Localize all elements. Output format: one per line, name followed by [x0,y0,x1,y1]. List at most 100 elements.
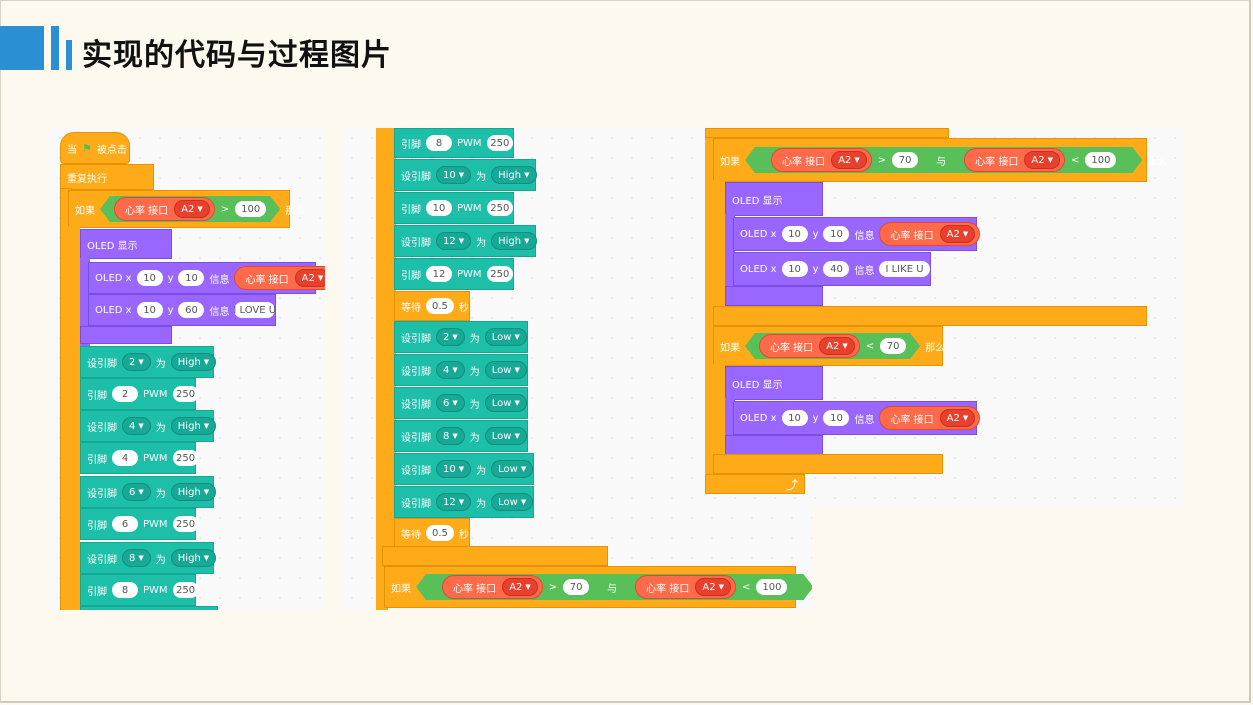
port-dropdown[interactable]: A2▼ [831,151,867,169]
pwm-input[interactable]: 250 [172,450,199,466]
level-dropdown[interactable]: High▼ [170,549,217,567]
set-pin-block[interactable]: 设引脚 4▼ 为 Low▼ [394,354,528,386]
when-flag-clicked-block[interactable]: 当 ⚑ 被点击 [60,132,130,164]
value-input[interactable]: 70 [563,579,589,595]
pin-input[interactable]: 8 [112,582,138,598]
y-input[interactable]: 10 [823,226,850,242]
level-dropdown[interactable]: High▼ [491,166,537,184]
oled-text-block[interactable]: OLED x 10 y 60 信息 I LOVE U [88,294,276,326]
set-pin-block[interactable]: 设引脚 10▼ 为 High▼ [394,159,537,191]
pwm-block[interactable]: 引脚 10 PWM 250 [394,192,514,224]
oled-text-block[interactable]: OLED x 10 y 40 信息 I LIKE U [733,252,931,286]
pwm-input[interactable]: 250 [172,582,199,598]
set-pin-block[interactable]: 设引脚 4▼ 为 High▼ [80,410,217,442]
port-dropdown[interactable]: A2▼ [819,337,855,355]
pin-dropdown[interactable]: 2▼ [122,353,151,371]
set-pin-block[interactable]: 设引脚 12▼ 为 Low▼ [394,486,534,518]
pwm-block[interactable]: 引脚 8 PWM 250 [80,574,199,606]
y-input[interactable]: 40 [823,261,850,277]
x-input[interactable]: 10 [136,302,163,318]
pwm-block[interactable]: 引脚 2 PWM 250 [80,378,199,410]
set-pin-block[interactable]: 设引脚 6▼ 为 Low▼ [394,387,528,419]
pin-dropdown[interactable]: 8▼ [436,427,465,445]
x-input[interactable]: 10 [136,270,163,286]
x-input[interactable]: 10 [781,261,808,277]
set-pin-block[interactable]: 设引脚 2▼ 为 High▼ [80,346,217,378]
oled-display-block[interactable]: OLED 显示 [80,229,172,259]
level-dropdown[interactable]: Low▼ [484,361,527,379]
y-input[interactable]: 10 [823,410,850,426]
set-pin-block[interactable]: 设引脚 10▼ 为 Low▼ [394,453,534,485]
level-dropdown[interactable]: Low▼ [484,394,527,412]
pwm-block[interactable]: 引脚 12 PWM 250 [394,258,514,290]
level-dropdown[interactable]: High▼ [491,232,537,250]
level-dropdown[interactable]: Low▼ [491,460,534,478]
port-dropdown[interactable]: A2▼ [939,225,976,243]
text-input[interactable]: I LIKE U [879,261,930,277]
value-input[interactable]: 70 [892,152,918,168]
seconds-input[interactable]: 0.5 [426,298,454,314]
pin-input[interactable]: 10 [426,200,452,216]
value-input[interactable]: 70 [880,338,906,354]
pin-dropdown[interactable]: 4▼ [436,361,465,379]
pin-dropdown[interactable]: 10▼ [436,460,472,478]
set-pin-block[interactable]: 设引脚 12▼ 为 High▼ [394,225,537,257]
y-input[interactable]: 10 [178,270,205,286]
value-input[interactable]: 100 [235,201,266,217]
pwm-input[interactable]: 250 [486,266,513,282]
oled-display-block[interactable]: OLED 显示 [725,182,823,216]
set-pin-block-partial[interactable] [80,606,218,610]
level-dropdown[interactable]: High▼ [170,417,217,435]
pin-dropdown[interactable]: 6▼ [122,483,151,501]
pwm-block[interactable]: 引脚 8 PWM 250 [394,128,514,158]
port-dropdown[interactable]: A2▼ [294,269,325,287]
pin-dropdown[interactable]: 12▼ [436,493,472,511]
level-dropdown[interactable]: Low▼ [484,427,527,445]
pwm-input[interactable]: 250 [486,135,513,151]
pin-dropdown[interactable]: 2▼ [436,328,465,346]
level-dropdown[interactable]: High▼ [170,483,217,501]
level-dropdown[interactable]: Low▼ [484,328,527,346]
pin-input[interactable]: 12 [426,266,452,282]
pin-dropdown[interactable]: 4▼ [122,417,151,435]
pwm-input[interactable]: 250 [172,386,199,402]
set-pin-block[interactable]: 设引脚 2▼ 为 Low▼ [394,321,528,353]
pin-input[interactable]: 6 [112,516,138,532]
level-dropdown[interactable]: High▼ [170,353,217,371]
pwm-block[interactable]: 引脚 6 PWM 250 [80,508,199,540]
set-pin-block[interactable]: 设引脚 6▼ 为 High▼ [80,476,217,508]
set-pin-block[interactable]: 设引脚 8▼ 为 High▼ [80,542,217,574]
port-dropdown[interactable]: A2▼ [174,200,210,218]
pin-dropdown[interactable]: 6▼ [436,394,465,412]
pwm-input[interactable]: 250 [172,516,199,532]
x-input[interactable]: 10 [781,226,808,242]
level-dropdown[interactable]: Low▼ [491,493,534,511]
port-dropdown[interactable]: A2▼ [1024,151,1060,169]
x-input[interactable]: 10 [781,410,808,426]
text-input[interactable]: I LOVE U [233,302,276,318]
pin-input[interactable]: 8 [426,135,452,151]
forever-block[interactable]: 重复执行 [60,164,154,190]
